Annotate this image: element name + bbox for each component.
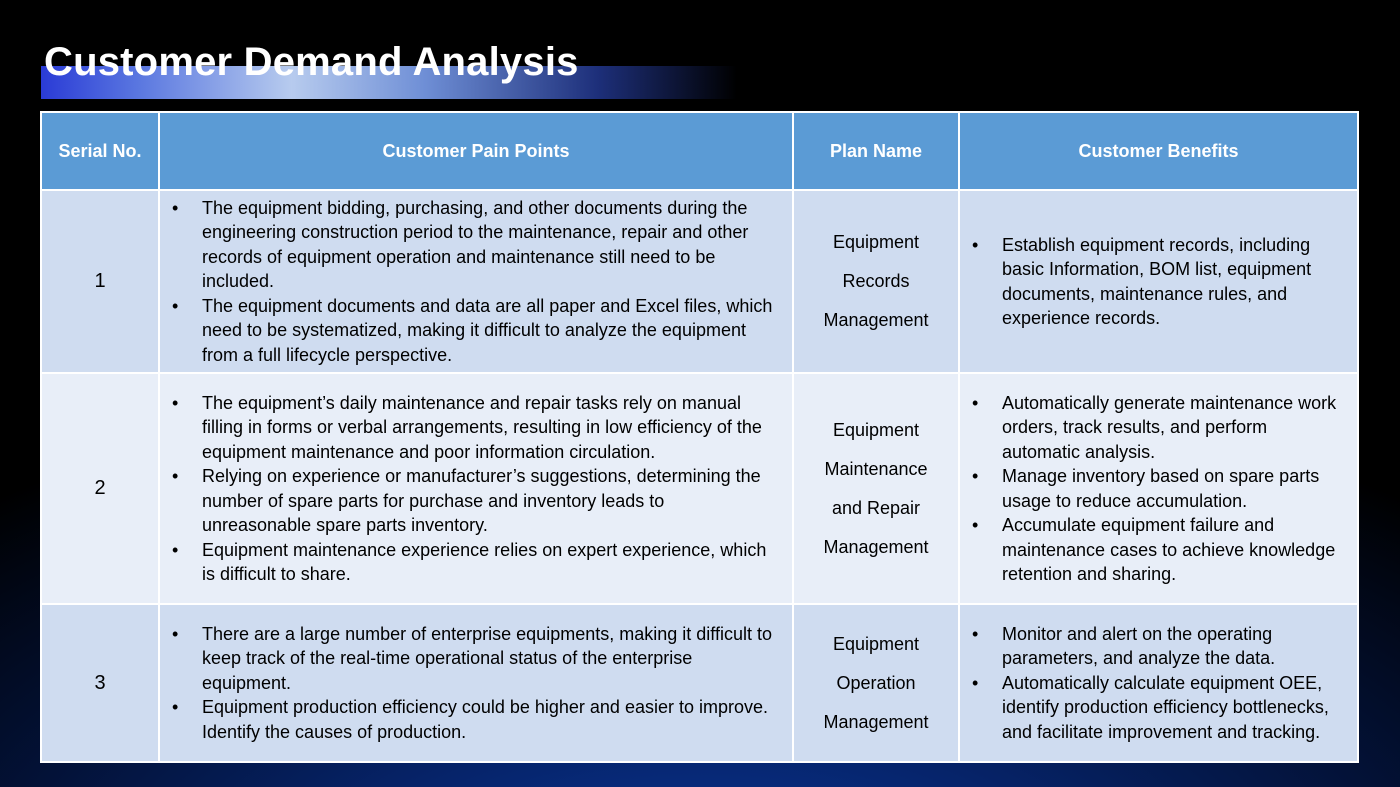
plan-name-line: Equipment (832, 419, 920, 440)
plan-name-line: Operation (836, 672, 916, 693)
table-row: 2 •The equipment’s daily maintenance and… (40, 372, 1359, 605)
bullet-icon: • (972, 392, 979, 413)
list-item: •The equipment bidding, purchasing, and … (172, 197, 749, 292)
plan-name-line: Management (823, 711, 929, 732)
plan-name-line: Records (842, 271, 910, 291)
bullet-icon: • (172, 623, 179, 644)
bullet-icon: • (972, 466, 979, 486)
bullet-icon: • (972, 623, 979, 644)
list-item: •The equipment documents and data are al… (172, 295, 773, 365)
bullet-icon: • (172, 392, 179, 413)
pain-points-cell: •The equipment’s daily maintenance and r… (158, 372, 794, 605)
bullet-icon: • (172, 539, 179, 560)
serial-cell: 3 (40, 603, 160, 763)
table-header-row: Serial No. Customer Pain Points Plan Nam… (40, 111, 1359, 191)
pain-points-list: •There are a large number of enterprise … (166, 622, 778, 745)
plan-name-line: Equipment (832, 633, 920, 654)
plan-name-line: Management (823, 310, 929, 330)
pain-points-list: •The equipment bidding, purchasing, and … (166, 196, 778, 368)
list-item: •Accumulate equipment failure and mainte… (972, 515, 1336, 584)
list-item: •There are a large number of enterprise … (172, 623, 772, 693)
header-serial-no: Serial No. (40, 111, 160, 191)
list-item: •Automatically generate maintenance work… (972, 392, 1337, 462)
list-item: •The equipment’s daily maintenance and r… (172, 392, 762, 462)
plan-name-cell: Equipment Records Management (792, 189, 960, 374)
list-item: •Establish equipment records, including … (972, 234, 1312, 329)
plan-name-line: Maintenance (824, 458, 928, 479)
header-customer-pain-points: Customer Pain Points (158, 111, 794, 191)
plan-name-cell: Equipment Maintenance and Repair Managem… (792, 372, 960, 605)
list-item: •Equipment maintenance experience relies… (172, 539, 767, 585)
benefits-cell: •Establish equipment records, including … (958, 189, 1359, 374)
title-underline-bar (41, 66, 737, 99)
bullet-icon: • (972, 234, 979, 255)
plan-name-cell: Equipment Operation Management (792, 603, 960, 763)
list-item: •Monitor and alert on the operating para… (972, 623, 1276, 669)
slide-title: Customer Demand Analysis (44, 40, 579, 84)
pain-points-cell: •The equipment bidding, purchasing, and … (158, 189, 794, 374)
table-row: 1 •The equipment bidding, purchasing, an… (40, 189, 1359, 374)
bullet-icon: • (172, 697, 179, 718)
bullet-icon: • (972, 515, 979, 535)
bullet-icon: • (172, 466, 179, 486)
benefits-list: •Automatically generate maintenance work… (966, 391, 1343, 587)
header-customer-benefits: Customer Benefits (958, 111, 1359, 191)
pain-points-list: •The equipment’s daily maintenance and r… (166, 391, 778, 587)
bullet-icon: • (972, 672, 979, 693)
pain-points-cell: •There are a large number of enterprise … (158, 603, 794, 763)
list-item: •Automatically calculate equipment OEE, … (972, 672, 1329, 742)
bullet-icon: • (172, 295, 179, 316)
table-row: 3 •There are a large number of enterpris… (40, 603, 1359, 763)
header-plan-name: Plan Name (792, 111, 960, 191)
benefits-list: •Establish equipment records, including … (966, 233, 1343, 331)
plan-name-line: and Repair (831, 497, 921, 518)
serial-cell: 1 (40, 189, 160, 374)
plan-name-line: Equipment (832, 232, 920, 252)
benefits-cell: •Automatically generate maintenance work… (958, 372, 1359, 605)
demand-analysis-table: Serial No. Customer Pain Points Plan Nam… (40, 111, 1359, 763)
serial-cell: 2 (40, 372, 160, 605)
list-item: •Manage inventory based on spare parts u… (972, 466, 1320, 511)
plan-name-line: Management (823, 536, 929, 557)
list-item: •Equipment production efficiency could b… (172, 697, 769, 742)
benefits-list: •Monitor and alert on the operating para… (966, 622, 1343, 745)
bullet-icon: • (172, 197, 179, 218)
benefits-cell: •Monitor and alert on the operating para… (958, 603, 1359, 763)
list-item: •Relying on experience or manufacturer’s… (172, 466, 761, 535)
